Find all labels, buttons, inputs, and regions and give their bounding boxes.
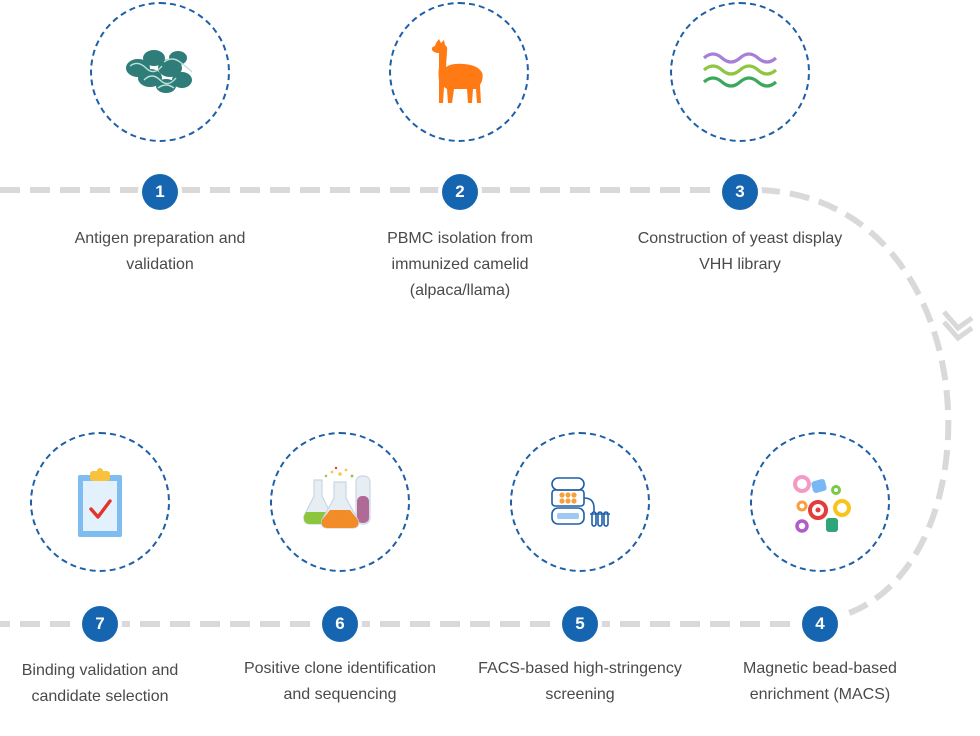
step-4-badge: 4 (802, 606, 838, 642)
step-7-circle (30, 432, 170, 572)
magnetic-beads-icon (793, 475, 851, 533)
step-5-label: FACS-based high-stringency screening (478, 660, 682, 703)
lab-flasks-icon (303, 466, 371, 529)
step-2-badge: 2 (442, 174, 478, 210)
step-4-label: Magnetic bead-based enrichment (MACS) (743, 660, 897, 703)
llama-icon (431, 39, 483, 103)
step-6-badge: 6 (322, 606, 358, 642)
step-1-label: Antigen preparation and validation (74, 230, 246, 273)
antigen-protein-icon (126, 50, 193, 93)
dna-waves-icon (702, 52, 778, 88)
facs-machine-icon (551, 477, 610, 527)
step-1-circle (90, 2, 230, 142)
step-4-circle (750, 432, 890, 572)
step-3-circle (670, 2, 810, 142)
step-5-badge: 5 (562, 606, 598, 642)
clipboard-check-icon (78, 468, 122, 537)
step-7-label: Binding validation and candidate selecti… (21, 662, 179, 705)
step-6-label: Positive clone identification and sequen… (243, 660, 437, 703)
step-2-circle (389, 2, 529, 142)
step-3-badge: 3 (722, 174, 758, 210)
step-2-label: PBMC isolation from immunized camelid (a… (387, 230, 533, 299)
step-3-label: Construction of yeast display VHH librar… (637, 230, 843, 273)
step-7-badge: 7 (82, 606, 118, 642)
step-6-circle (270, 432, 410, 572)
direction-chevrons (942, 310, 974, 342)
step-5-circle (510, 432, 650, 572)
step-1-badge: 1 (142, 174, 178, 210)
path-curve (759, 187, 952, 623)
